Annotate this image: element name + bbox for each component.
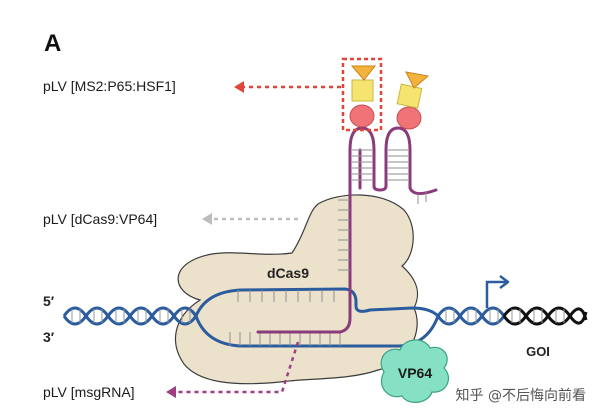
bubble-ticks — [229, 290, 341, 346]
dcas9-label: dCas9 — [267, 265, 309, 281]
panel-label: A — [44, 30, 62, 57]
hsf1-domain — [350, 65, 377, 81]
p65-domain-right — [396, 83, 423, 109]
highlight-box — [341, 57, 383, 132]
goi-label: GOI — [526, 344, 550, 359]
ms2-protein — [349, 104, 375, 128]
goi-helix — [502, 306, 588, 326]
dna-base-pairs — [71, 309, 565, 323]
dna-right-helix — [436, 306, 506, 326]
arrow-ms2 — [234, 81, 341, 93]
strand-5-label: 5′ — [43, 293, 55, 309]
vp64-label: VP64 — [398, 365, 432, 381]
arrow-msgrna — [166, 341, 300, 398]
watermark: 知乎 @不后悔向前看 — [455, 388, 586, 404]
vp64-domain — [380, 339, 449, 403]
strand-3-label: 3′ — [43, 329, 55, 345]
label-msgrna-vector: pLV [msgRNA] — [43, 384, 135, 400]
stem-loop-rungs — [338, 149, 427, 271]
arrow-dcas9 — [202, 213, 298, 225]
label-ms2-vector: pLV [MS2:P65:HSF1] — [43, 78, 176, 94]
ms2-protein-right — [396, 106, 422, 130]
activator-complex-right — [396, 71, 430, 130]
tss-arrow-icon — [485, 275, 510, 308]
dna-left-helix — [62, 306, 198, 326]
hsf1-domain-right — [405, 71, 430, 89]
p65-domain — [351, 79, 374, 102]
activator-complex-left — [349, 65, 377, 128]
label-dcas9-vector: pLV [dCas9:VP64] — [43, 211, 158, 227]
